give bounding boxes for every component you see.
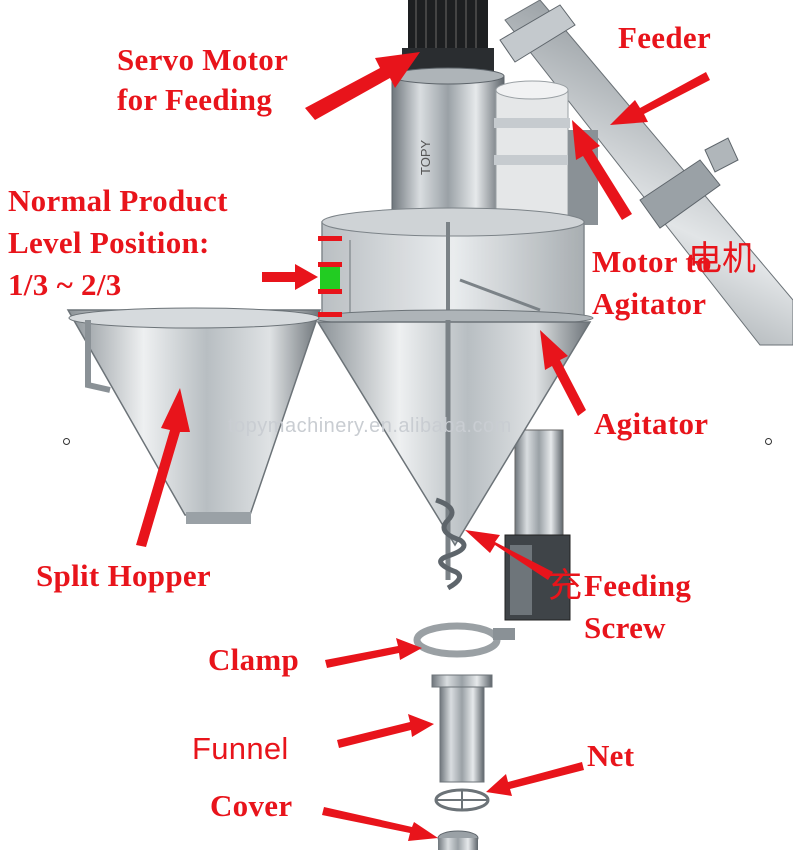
split-hopper-body [66,307,322,524]
label-normal-level-line3: 1/3 ~ 2/3 [8,267,122,302]
main-cone [316,321,592,547]
feeding-screw-body [435,320,467,591]
label-agitator: Agitator [594,406,709,441]
label-motor-agitator-line1: Motor to [592,244,712,279]
arrow-servo [305,52,420,120]
label-servo-motor-line2: for Feeding [117,82,273,117]
corner-dot-left [63,438,70,445]
pointer-arrows [136,52,710,841]
arrow-split-hopper [136,388,190,547]
arrow-feeder [610,72,710,125]
corner-dot-right [765,438,772,445]
watermark-text: topymachinery.en.alibaba.com [228,415,512,437]
arrow-cover [322,807,438,841]
arrow-feeding-screw [465,530,553,580]
level-indicator [318,236,342,317]
svg-text:TOPY: TOPY [418,140,433,175]
chinese-text-motor: 电机 [688,239,756,279]
label-clamp: Clamp [208,642,300,677]
arrow-level [262,264,318,290]
label-feeding-screw-line2: Screw [584,610,666,645]
arrow-net [486,762,584,796]
label-feeder: Feeder [618,20,712,55]
arrow-motor-agitator [572,120,632,220]
net-part [434,788,490,812]
hopper-cylinder [312,207,594,327]
label-split-hopper: Split Hopper [36,558,211,593]
label-normal-level-line1: Normal Product [8,183,228,218]
clamp-part [413,622,515,658]
label-normal-level-line2: Level Position: [8,225,210,260]
label-motor-agitator-line2: Agitator [592,286,707,321]
pillar [504,429,571,621]
feeder-tube [499,0,793,346]
servo-motor-body: TOPY [391,0,505,222]
label-funnel: Funnel [192,731,289,766]
label-servo-motor-line1: Servo Motor [117,42,289,77]
cover-part [437,830,479,850]
arrow-funnel [337,714,434,748]
chinese-text-fill: 充 [548,566,582,606]
agitator-motor-body [494,80,598,225]
arrow-agitator [540,330,586,416]
label-feeding-screw-line1: Feeding [584,568,692,603]
label-net: Net [587,738,635,773]
label-cover: Cover [210,788,293,823]
arrow-clamp [325,638,422,668]
funnel-part [431,674,493,783]
